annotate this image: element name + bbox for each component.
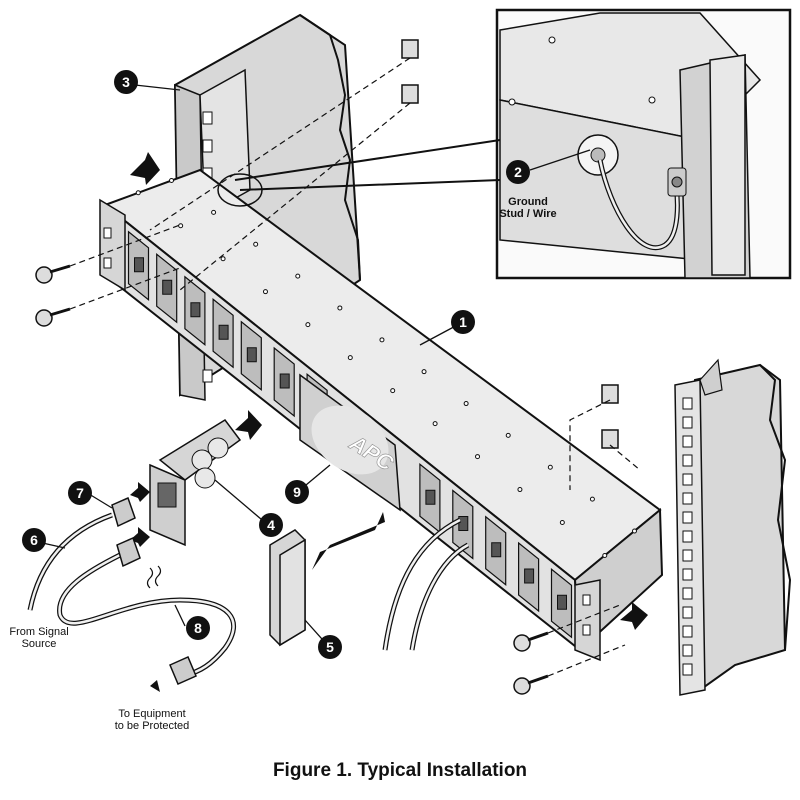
from-source-label: From Signal Source [0, 626, 78, 650]
callout-1: 1 [451, 310, 475, 334]
right-rack-rail [674, 358, 792, 696]
screw-hole [632, 528, 637, 534]
svg-text:4: 4 [267, 517, 275, 533]
to-equipment-line1: To Equipment [118, 708, 186, 720]
screw-hole [347, 355, 353, 361]
ground-label-line1: Ground [508, 196, 548, 208]
from-source-line1: From Signal [9, 626, 69, 638]
rail-hole [682, 454, 693, 467]
screw-hole [169, 178, 174, 183]
callout-6: 6 [22, 528, 46, 552]
screw-hole [337, 305, 343, 311]
ground-label: Ground Stud / Wire [488, 196, 568, 220]
surge-module [149, 419, 242, 547]
callout-7: 7 [68, 481, 92, 505]
ground-stud-inset [495, 8, 792, 280]
screw-hole [421, 369, 427, 375]
screw-hole [379, 337, 385, 343]
flex-marks [146, 565, 162, 589]
screw-hole [135, 190, 141, 196]
leader-lines [37, 84, 591, 649]
jack [134, 257, 144, 273]
svg-text:5: 5 [326, 639, 334, 655]
rail-hole [682, 663, 693, 676]
cables [27, 512, 470, 678]
svg-text:7: 7 [76, 485, 84, 501]
svg-text:1: 1 [459, 314, 467, 330]
blank-cover [269, 529, 306, 647]
rail-hole [682, 435, 693, 448]
screw-hole [253, 241, 259, 247]
rail-hole [682, 473, 693, 486]
rail-hole [682, 492, 693, 505]
screw-hole [305, 322, 311, 328]
cage-nuts [401, 39, 619, 449]
rail-hole [682, 530, 693, 543]
jack [524, 568, 535, 584]
rail-hole [682, 549, 693, 562]
screw-hole [463, 401, 469, 407]
surge-protection-panel: APC [99, 168, 664, 662]
screw-hole [475, 454, 481, 460]
to-equipment-line2: to be Protected [114, 720, 190, 732]
alignment-lines [69, 57, 641, 677]
svg-text:8: 8 [194, 620, 202, 636]
screw-hole [559, 520, 565, 526]
screw-hole [295, 273, 301, 279]
screw-hole [178, 223, 184, 229]
screw-hole [505, 432, 511, 438]
jack [491, 542, 502, 558]
to-equipment-label: To Equipment to be Protected [92, 708, 212, 732]
jack [218, 324, 229, 340]
screw-hole [602, 553, 608, 558]
screw-hole [211, 209, 217, 215]
from-source-line2: Source [21, 638, 57, 650]
screw-hole [589, 496, 595, 502]
jack [190, 302, 201, 318]
svg-text:3: 3 [122, 74, 130, 90]
callout-3: 3 [114, 70, 138, 94]
right-rail-holes [682, 397, 693, 676]
rail-hole [682, 416, 693, 429]
rail-hole [682, 644, 693, 657]
jack [557, 594, 567, 610]
inset-origin-ring [217, 173, 263, 207]
screw-hole [432, 421, 438, 427]
screw-hole [220, 256, 226, 262]
direction-arrows [130, 152, 648, 692]
callout-4: 4 [259, 513, 283, 537]
rj-connectors [111, 496, 197, 685]
panel-screw-holes [135, 178, 637, 558]
diagram-canvas: APC [22, 8, 792, 696]
inset-pointer [234, 139, 501, 191]
svg-text:6: 6 [30, 532, 38, 548]
rail-hole [682, 568, 693, 581]
rail-hole [682, 587, 693, 600]
callout-5: 5 [318, 635, 342, 659]
jack [425, 489, 436, 505]
jack [162, 279, 173, 295]
jack [246, 347, 257, 363]
figure-caption: Figure 1. Typical Installation [272, 760, 528, 781]
screw-hole [390, 388, 396, 394]
mounting-screws [35, 264, 549, 695]
svg-text:2: 2 [514, 164, 522, 180]
screw-hole [547, 464, 553, 470]
screw-hole [517, 487, 523, 493]
rail-hole [682, 397, 693, 410]
ground-label-line2: Stud / Wire [499, 208, 557, 220]
rail-hole [682, 606, 693, 619]
rail-hole [682, 625, 693, 638]
callout-8: 8 [186, 616, 210, 640]
rail-hole [682, 511, 693, 524]
screw-hole [262, 289, 268, 295]
svg-text:9: 9 [293, 484, 301, 500]
jack [279, 373, 290, 389]
jack [458, 516, 469, 531]
callout-2: 2 [506, 160, 530, 184]
callout-9: 9 [285, 480, 309, 504]
